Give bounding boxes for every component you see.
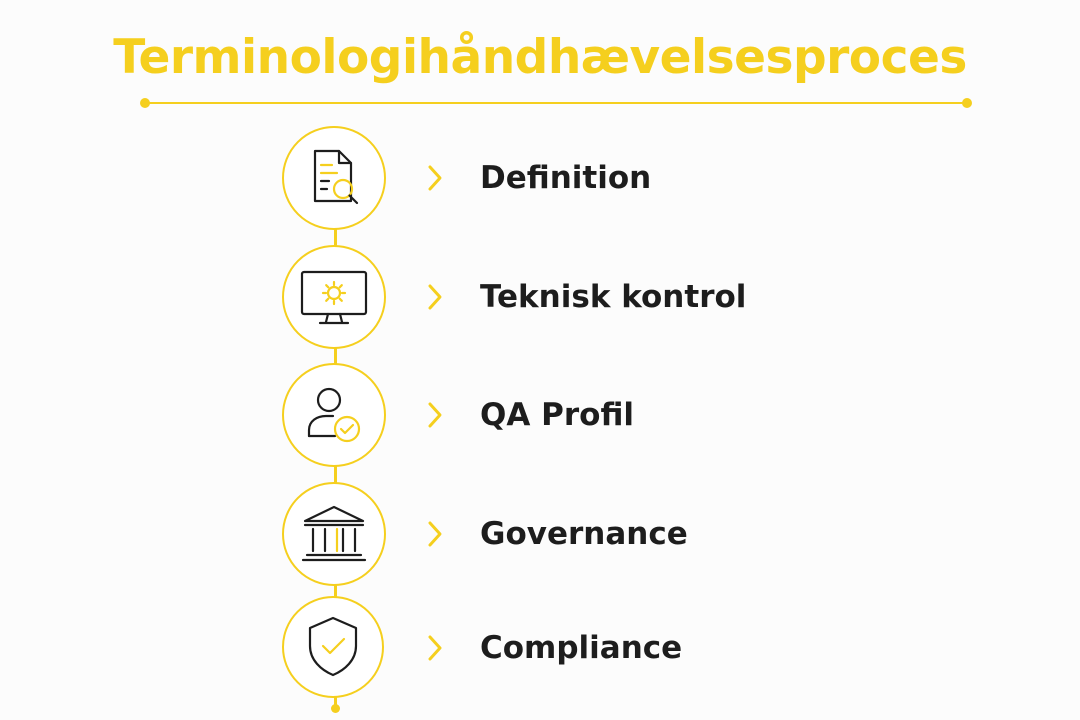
step-label: Governance <box>480 516 688 552</box>
timeline-end-dot <box>331 704 340 713</box>
step-label: QA Profil <box>480 397 635 433</box>
step-governance: Governance <box>0 482 1080 592</box>
title-divider <box>145 102 967 104</box>
step-qa-profil: QA Profil <box>0 363 1080 473</box>
shield-check-icon <box>308 616 358 677</box>
step-label: Teknisk kontrol <box>480 279 747 315</box>
page-title: Terminologihåndhævelsesproces <box>113 30 967 85</box>
chevron-right-icon <box>428 284 442 310</box>
step-icon-circle <box>282 482 386 586</box>
step-icon-circle <box>282 363 386 467</box>
step-icon-circle <box>282 245 386 349</box>
divider-dot-right <box>962 98 972 108</box>
step-icon-circle <box>282 126 386 230</box>
step-label: Compliance <box>480 630 683 666</box>
chevron-right-icon <box>428 165 442 191</box>
step-label: Definition <box>480 160 652 196</box>
monitor-gear-icon <box>300 270 368 325</box>
divider-dot-left <box>140 98 150 108</box>
step-definition: Definition <box>0 126 1080 236</box>
chevron-right-icon <box>428 402 442 428</box>
document-search-icon <box>313 149 359 205</box>
step-icon-circle <box>282 596 384 698</box>
institution-icon <box>301 505 367 562</box>
chevron-right-icon <box>428 521 442 547</box>
user-check-icon <box>307 387 361 443</box>
step-teknisk-kontrol: Teknisk kontrol <box>0 245 1080 355</box>
chevron-right-icon <box>428 635 442 661</box>
timeline-connector <box>334 228 337 706</box>
step-compliance: Compliance <box>0 596 1080 706</box>
